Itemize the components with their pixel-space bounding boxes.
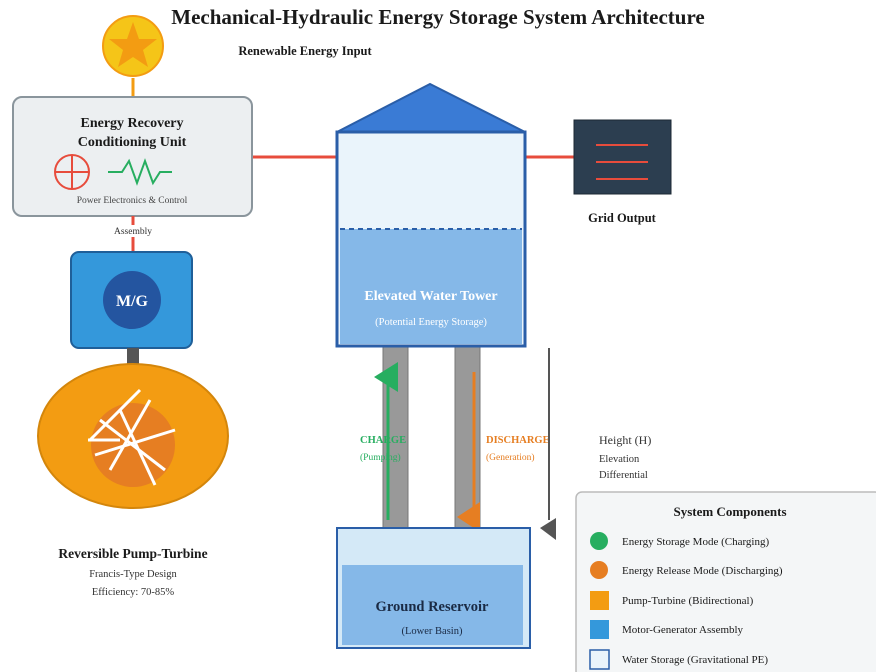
pump-turbine bbox=[37, 363, 229, 509]
grid-output-label: Grid Output bbox=[588, 211, 657, 225]
legend-item-label: Motor-Generator Assembly bbox=[622, 624, 744, 636]
reservoir-subtitle: (Lower Basin) bbox=[402, 626, 463, 637]
legend-item-label: Water Storage (Gravitational PE) bbox=[622, 654, 768, 666]
ac-waveform-icon bbox=[108, 158, 172, 186]
legend-item-label: Energy Storage Mode (Charging) bbox=[622, 536, 769, 548]
height-line2: Elevation bbox=[599, 454, 640, 465]
pump-turbine-title: Reversible Pump-Turbine bbox=[58, 546, 207, 561]
energy-recovery-unit: Energy Recovery Conditioning Unit Power … bbox=[12, 96, 253, 217]
pump-turbine-design: Francis-Type Design bbox=[89, 569, 177, 580]
tower-subtitle: (Potential Energy Storage) bbox=[375, 317, 487, 328]
discharge-label: DISCHARGE bbox=[486, 435, 550, 446]
legend-swatch-charging bbox=[590, 532, 608, 550]
tower-roof bbox=[336, 82, 526, 133]
inverter-symbol-icon bbox=[54, 154, 90, 190]
ground-reservoir: Ground Reservoir (Lower Basin) bbox=[336, 527, 531, 649]
recovery-unit-title-line2: Conditioning Unit bbox=[78, 135, 187, 150]
charge-sublabel: (Pumping) bbox=[360, 452, 401, 463]
reservoir-title: Ground Reservoir bbox=[376, 599, 489, 615]
discharge-flow-arrow bbox=[457, 372, 480, 532]
penstock-pipe-discharge bbox=[454, 344, 481, 531]
motor-generator: M/G bbox=[70, 251, 193, 349]
motor-generator-label: M/G bbox=[116, 293, 149, 310]
discharge-sublabel: (Generation) bbox=[486, 452, 535, 463]
legend-item-label: Energy Release Mode (Discharging) bbox=[622, 565, 783, 577]
legend: System Components Energy Storage Mode (C… bbox=[575, 491, 876, 672]
legend-swatch-discharging bbox=[590, 561, 608, 579]
legend-item-label: Pump-Turbine (Bidirectional) bbox=[622, 595, 754, 607]
recovery-unit-subtitle: Power Electronics & Control bbox=[77, 196, 188, 206]
diagram-title: Mechanical-Hydraulic Energy Storage Syst… bbox=[171, 5, 704, 29]
elevated-water-tower: Elevated Water Tower (Potential Energy S… bbox=[335, 82, 527, 348]
pump-turbine-efficiency: Efficiency: 70-85% bbox=[92, 587, 175, 598]
legend-swatch-pump-turbine bbox=[590, 591, 609, 610]
height-label: Height (H) bbox=[599, 433, 651, 447]
recovery-unit-title-line1: Energy Recovery bbox=[80, 116, 183, 131]
height-line3: Differential bbox=[599, 470, 648, 481]
grid-output bbox=[573, 119, 672, 195]
legend-swatch-motor-generator bbox=[590, 620, 609, 639]
tower-title: Elevated Water Tower bbox=[364, 289, 497, 304]
turbine-runner-icon bbox=[88, 388, 176, 486]
assembly-label: Assembly bbox=[114, 227, 152, 237]
tower-water bbox=[340, 229, 522, 344]
sun-icon bbox=[102, 15, 164, 98]
renewable-energy-label: Renewable Energy Input bbox=[238, 44, 372, 58]
legend-title: System Components bbox=[673, 504, 786, 519]
height-arrow bbox=[540, 348, 556, 540]
charge-flow-arrow bbox=[374, 362, 398, 520]
reservoir-water bbox=[342, 565, 523, 645]
charge-label: CHARGE bbox=[360, 435, 406, 446]
legend-swatch-water-storage bbox=[589, 649, 610, 670]
